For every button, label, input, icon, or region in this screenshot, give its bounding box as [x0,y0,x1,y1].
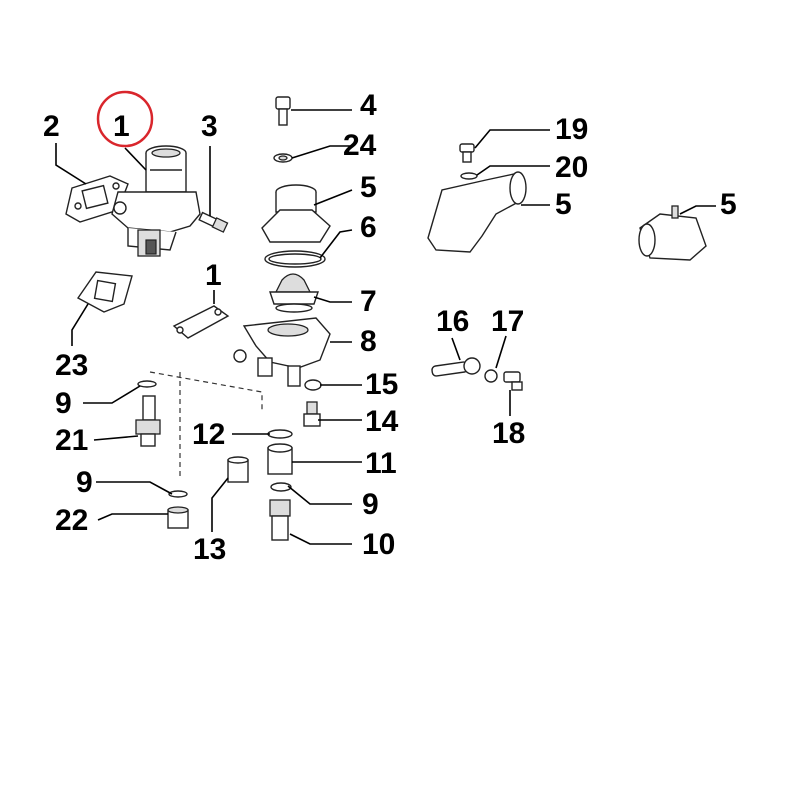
callout-5-cover: 5 [360,171,377,204]
callout-1-housing: 1 [113,110,130,143]
part-9-o-ring-center [270,482,292,492]
callout-6: 6 [360,211,377,244]
callout-13: 13 [193,533,226,566]
part-23-gasket [76,271,133,313]
callout-19: 19 [555,113,588,146]
callout-5-connector: 5 [720,188,737,221]
part-16-banjo-fitting [431,357,481,377]
part-17-washer [484,369,498,383]
part-19-bolt [459,143,475,163]
callout-labels: 1 2 3 4 24 5 6 19 20 5 5 1 7 8 23 16 17 … [43,89,737,566]
part-3-bolt [198,211,229,233]
part-10-sensor [269,499,291,541]
part-20-washer [460,172,478,180]
callout-12: 12 [192,418,225,451]
callout-5-elbow: 5 [555,188,572,221]
part-15-washer [304,379,322,391]
callout-10: 10 [362,528,395,561]
part-1-thermostat-housing [111,145,201,257]
callout-4: 4 [360,89,377,122]
callout-1-plate: 1 [205,259,222,292]
callout-8: 8 [360,325,377,358]
highlight-circle [96,90,154,148]
assembly-dashed-line [149,371,263,480]
part-5-connector [638,205,707,261]
callout-7: 7 [360,285,377,318]
part-7-thermostat [269,273,319,313]
callout-23: 23 [55,349,88,382]
part-6-o-ring [264,250,326,268]
part-2-gasket [65,175,129,223]
callout-24: 24 [343,129,377,162]
part-1-plate [172,305,230,339]
callout-20: 20 [555,151,588,184]
callout-21: 21 [55,424,88,457]
part-13-cap [227,456,249,483]
callout-18: 18 [492,417,525,450]
part-5-cover [261,184,331,243]
callout-16: 16 [436,305,469,338]
callout-9-top: 9 [55,387,72,420]
part-11-adapter [267,443,293,475]
leader-lines [55,109,716,545]
callout-17: 17 [491,305,524,338]
callout-3: 3 [201,110,218,143]
part-22-plug [167,506,189,529]
callout-14: 14 [365,405,399,438]
part-21-sensor [135,395,161,447]
part-24-washer [273,153,293,163]
callout-9-center: 9 [362,488,379,521]
callout-9-lower-left: 9 [76,466,93,499]
callout-11: 11 [365,447,397,480]
part-18-bolt [503,371,523,391]
callout-22: 22 [55,504,88,537]
part-14-bolt [303,401,321,427]
part-4-bolt [275,96,291,126]
callout-15: 15 [365,368,398,401]
part-9-o-ring-top [137,380,157,388]
part-8-housing [233,317,331,387]
part-5-elbow [427,171,527,253]
part-12-o-ring [267,429,293,439]
callout-2: 2 [43,110,60,143]
part-9-o-ring-lower [168,490,188,498]
